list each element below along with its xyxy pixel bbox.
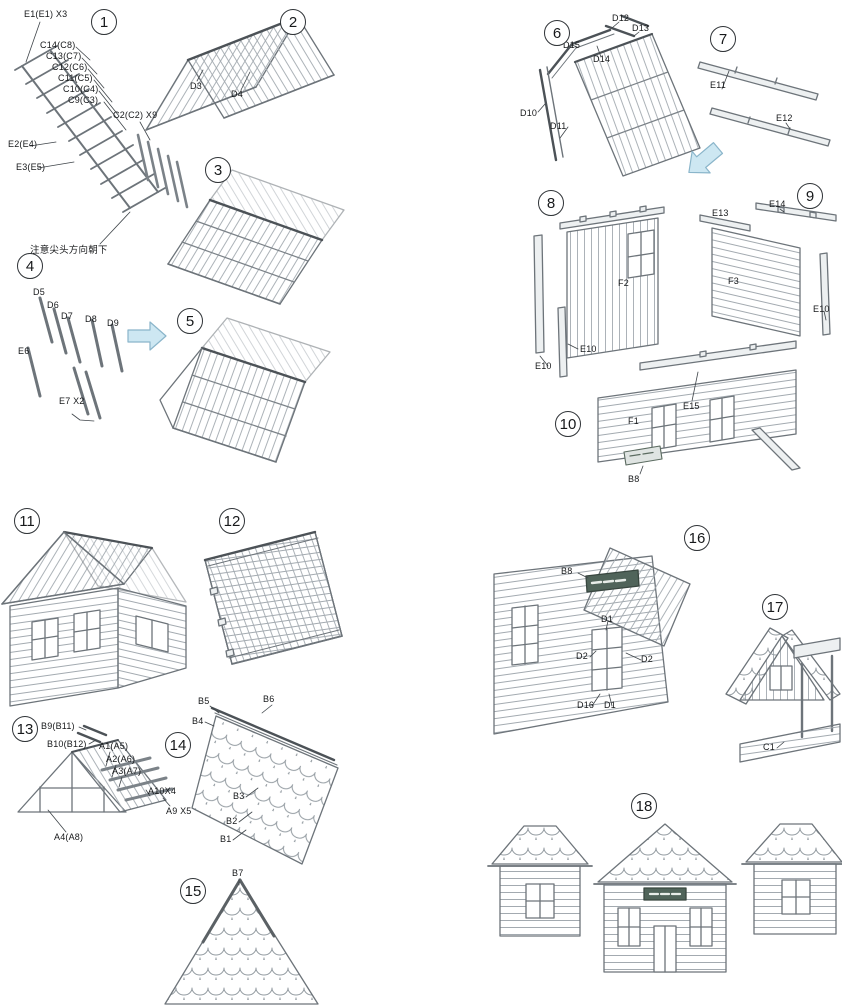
step-10-badge: 10: [555, 411, 581, 437]
step-17-badge: 17: [762, 594, 788, 620]
part-label: B3: [233, 791, 245, 801]
step-4-badge: 4: [17, 253, 43, 279]
part-label: D15: [563, 40, 581, 50]
part-label: D4: [231, 89, 243, 99]
orientation-note: 注意尖头方向朝下: [30, 245, 108, 256]
step-1-badge: 1: [91, 9, 117, 35]
part-label: E10: [580, 344, 597, 354]
part-label: E2(E4): [8, 139, 38, 149]
part-label: F3: [728, 276, 739, 286]
part-label: F1: [628, 416, 639, 426]
part-label: D9: [107, 318, 119, 328]
step-2-badge: 2: [280, 9, 306, 35]
part-label: D12: [612, 13, 630, 23]
part-label: B5: [198, 696, 210, 706]
part-label: E11: [710, 80, 726, 90]
part-label: D1: [601, 614, 613, 624]
part-label: D2: [641, 654, 653, 664]
part-label: B4: [192, 716, 204, 726]
part-label: B1: [220, 834, 232, 844]
step-14-badge: 14: [165, 732, 191, 758]
part-label: E14: [769, 199, 786, 209]
step-3-drawing: [167, 169, 345, 305]
step-11-drawing: [1, 530, 187, 707]
part-label: A10X4: [148, 786, 177, 796]
part-label: C11(C5): [58, 73, 93, 83]
part-label: D11: [550, 121, 567, 131]
part-label: C14(C8): [40, 40, 76, 50]
part-label: D5: [33, 287, 45, 297]
step-17-drawing: [725, 627, 841, 763]
step-14-drawing: [191, 704, 339, 865]
part-label: D2: [576, 651, 588, 661]
part-label: E13: [712, 208, 729, 218]
part-label: E10: [813, 304, 830, 314]
part-label: D14: [593, 54, 611, 64]
part-label: D6: [47, 300, 59, 310]
part-label: C10(C4): [63, 84, 99, 94]
part-label: A3(A7): [112, 766, 142, 776]
part-label: B9(B11): [41, 721, 75, 731]
step-12-badge: 12: [219, 508, 245, 534]
part-label: E15: [683, 401, 700, 411]
step-12-drawing: [203, 530, 343, 665]
step-5-badge: 5: [177, 308, 203, 334]
part-label: C13(C7): [46, 51, 82, 61]
step-18-badge: 18: [631, 793, 657, 819]
part-label: A4(A8): [54, 832, 84, 842]
part-label: F2: [618, 278, 629, 288]
step-4-drawing: [26, 296, 167, 422]
step-5-drawing: [159, 317, 331, 463]
part-label: D3: [190, 81, 202, 91]
step-9-badge: 9: [797, 183, 823, 209]
part-label: D8: [85, 314, 97, 324]
part-label: E7 X2: [59, 396, 85, 406]
arrow-down-left-icon: [688, 142, 724, 174]
step-16-badge: 16: [684, 525, 710, 551]
part-label: D16: [577, 700, 595, 710]
step-3-badge: 3: [205, 157, 231, 183]
part-label: B7: [232, 868, 244, 878]
arrow-right-icon: [127, 321, 167, 351]
step-11-badge: 11: [14, 508, 40, 534]
part-label: E10: [535, 361, 552, 371]
step-7-badge: 7: [710, 26, 736, 52]
step-6-drawing: [537, 14, 701, 177]
part-label: B6: [263, 694, 275, 704]
part-label: C1: [763, 742, 775, 752]
part-label: B2: [226, 816, 238, 826]
step-16-drawing: [493, 547, 691, 735]
part-label: E6: [18, 346, 30, 356]
step-9-drawing: [699, 202, 837, 337]
step-8-drawing: [533, 205, 665, 378]
step-15-drawing: [164, 878, 319, 1005]
step-8-badge: 8: [538, 190, 564, 216]
step-18-drawing: [487, 823, 842, 973]
part-label: A2(A6): [106, 754, 136, 764]
part-label: A1(A5): [99, 741, 129, 751]
step-7-drawing: [688, 61, 831, 174]
part-label: B8: [561, 566, 573, 576]
part-label: B8: [628, 474, 640, 484]
part-label: A9 X5: [166, 806, 192, 816]
step-15-badge: 15: [180, 878, 206, 904]
part-label: E12: [776, 113, 793, 123]
step-13-badge: 13: [12, 716, 38, 742]
part-label: D10: [520, 108, 538, 118]
step-1-drawing: [14, 21, 189, 245]
part-label: B10(B12): [47, 739, 87, 749]
part-label: D1: [604, 700, 616, 710]
part-label: D13: [632, 23, 650, 33]
step-13-drawing: [17, 724, 174, 833]
step-6-badge: 6: [544, 20, 570, 46]
step-10-drawing: [597, 340, 801, 475]
part-label: C9(C3): [68, 95, 99, 105]
part-label: C12(C6): [52, 62, 88, 72]
step-2-drawing: [145, 15, 335, 131]
part-label: E3(E5): [16, 162, 46, 172]
part-label: D7: [61, 311, 73, 321]
part-label: C2(C2) X9: [113, 110, 158, 120]
part-label: E1(E1) X3: [24, 9, 68, 19]
